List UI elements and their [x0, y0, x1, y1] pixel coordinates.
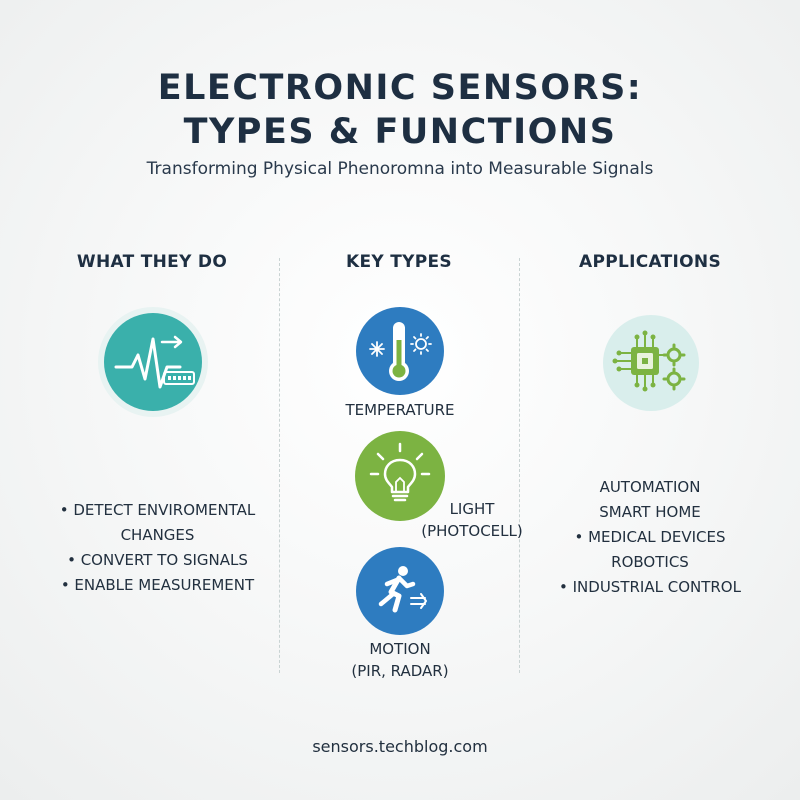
lightbulb-icon [354, 430, 446, 522]
page-title-line-2: TYPES & FUNCTIONS [183, 112, 617, 152]
page-title-line-1: ELECTRONIC SENSORS: [157, 68, 643, 108]
list-item: CHANGES [120, 526, 195, 544]
chip-gears-icon [601, 313, 701, 413]
what-they-do-list: • DETECT ENVIROMENTAL CHANGES • CONVERT … [40, 498, 275, 598]
running-person-icon [355, 546, 445, 636]
type-label-line: (PHOTOCELL) [421, 522, 523, 540]
column-divider-left [279, 258, 280, 673]
heading-key-types: KEY TYPES [346, 252, 452, 272]
type-label-line: TEMPERATURE [345, 401, 455, 419]
type-label-motion: MOTION (PIR, RADAR) [330, 638, 470, 682]
list-item: • CONVERT TO SIGNALS [67, 551, 248, 569]
type-label-light: LIGHT (PHOTOCELL) [412, 498, 532, 542]
list-item: • INDUSTRIAL CONTROL [559, 578, 741, 596]
list-item: • ENABLE MEASUREMENT [60, 576, 255, 594]
heading-what-they-do: WHAT THEY DO [76, 252, 228, 272]
list-item: SMART HOME [599, 503, 701, 521]
thermometer-icon [355, 306, 445, 396]
type-label-line: MOTION [369, 640, 431, 658]
waveform-signal-icon [96, 305, 210, 419]
list-item: ROBOTICS [611, 553, 689, 571]
type-label-temperature: TEMPERATURE [330, 399, 470, 421]
heading-applications: APPLICATIONS [579, 252, 721, 272]
page-subtitle: Transforming Physical Phenoromna into Me… [146, 159, 654, 179]
applications-list: AUTOMATION SMART HOME • MEDICAL DEVICES … [540, 475, 760, 600]
list-item: • MEDICAL DEVICES [574, 528, 726, 546]
column-divider-right [519, 258, 520, 673]
footer-url: sensors.techblog.com [312, 737, 488, 756]
type-label-line: LIGHT [449, 500, 495, 518]
list-item: • DETECT ENVIROMENTAL [59, 501, 256, 519]
list-item: AUTOMATION [599, 478, 701, 496]
type-label-line: (PIR, RADAR) [351, 662, 449, 680]
